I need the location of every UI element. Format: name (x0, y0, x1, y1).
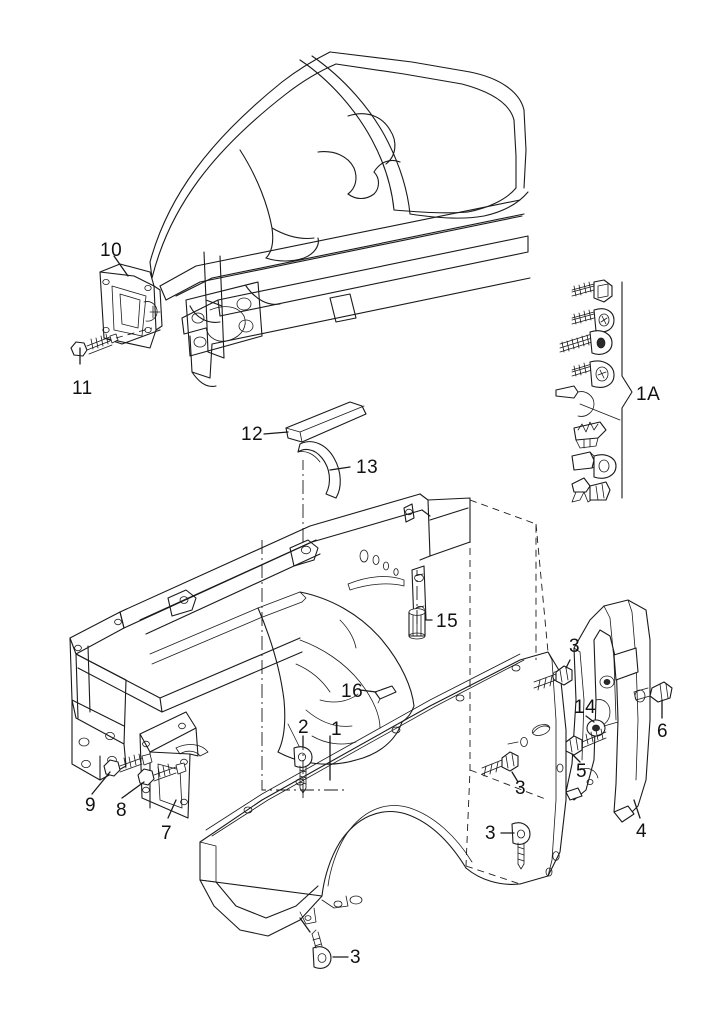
screw-part3-lower (511, 822, 531, 870)
callout-12: 12 (241, 424, 264, 445)
leader-8 (121, 781, 145, 799)
side-trim-panel-part4 (565, 599, 651, 823)
leader-5 (571, 753, 581, 763)
callout-11: 11 (72, 378, 93, 399)
alignment-fender-edge (535, 523, 549, 653)
callout-10: 10 (100, 240, 123, 261)
front-end-frame-and-wheelhouse (69, 493, 471, 819)
callout-7: 7 (161, 823, 173, 844)
leader-3d-tip (299, 917, 311, 933)
expanding-rivet-part6 (633, 681, 673, 703)
leader-13 (329, 466, 351, 471)
alignment-left-fender (465, 500, 471, 867)
assembly-path-11 (115, 327, 153, 339)
callout-6: 6 (657, 721, 669, 742)
callout-2: 2 (298, 717, 310, 738)
seal-strip-part12 (285, 401, 367, 443)
screw-part3-mid (481, 751, 519, 777)
callout-3-mid: 3 (515, 778, 527, 799)
callout-13: 13 (356, 457, 379, 478)
leader-10 (113, 255, 129, 277)
leader-14 (585, 715, 595, 723)
leader-3a (565, 659, 571, 669)
bolt-part9 (103, 753, 153, 777)
leader-3b (511, 771, 519, 783)
alignment-arch (469, 769, 549, 801)
leader-4 (633, 799, 641, 819)
bolt-part11 (70, 333, 119, 357)
leader-12 (263, 431, 289, 435)
alignment-top-right (469, 499, 537, 660)
screw-part3-upper (533, 665, 573, 691)
callout-3-upper: 3 (569, 636, 581, 657)
alignment-arch2 (465, 865, 521, 885)
leader-9 (91, 771, 111, 795)
callout-15: 15 (436, 611, 459, 632)
callout-14: 14 (574, 697, 597, 718)
callout-3-low: 3 (485, 823, 497, 844)
centerline-left (261, 540, 348, 791)
seal-corner-part13 (297, 441, 341, 499)
callout-9: 9 (85, 795, 97, 816)
bolt-part5 (565, 728, 607, 756)
leader-16 (359, 689, 377, 693)
body-side-upper-structure (149, 51, 531, 388)
callout-3-bottom: 3 (350, 947, 362, 968)
callout-5: 5 (576, 761, 588, 782)
callout-1: 1 (331, 719, 343, 740)
callout-4: 4 (636, 821, 648, 842)
bolt-part8 (137, 762, 187, 786)
callout-1A: 1A (636, 384, 661, 405)
fastener-kit-column (555, 279, 633, 503)
headlight-carrier-bracket-part10 (99, 263, 163, 349)
callout-8: 8 (116, 800, 128, 821)
screw-part3-bottom (311, 929, 332, 969)
leader-7 (167, 799, 177, 819)
callout-16: 16 (341, 681, 364, 702)
clip-part16 (374, 685, 397, 704)
